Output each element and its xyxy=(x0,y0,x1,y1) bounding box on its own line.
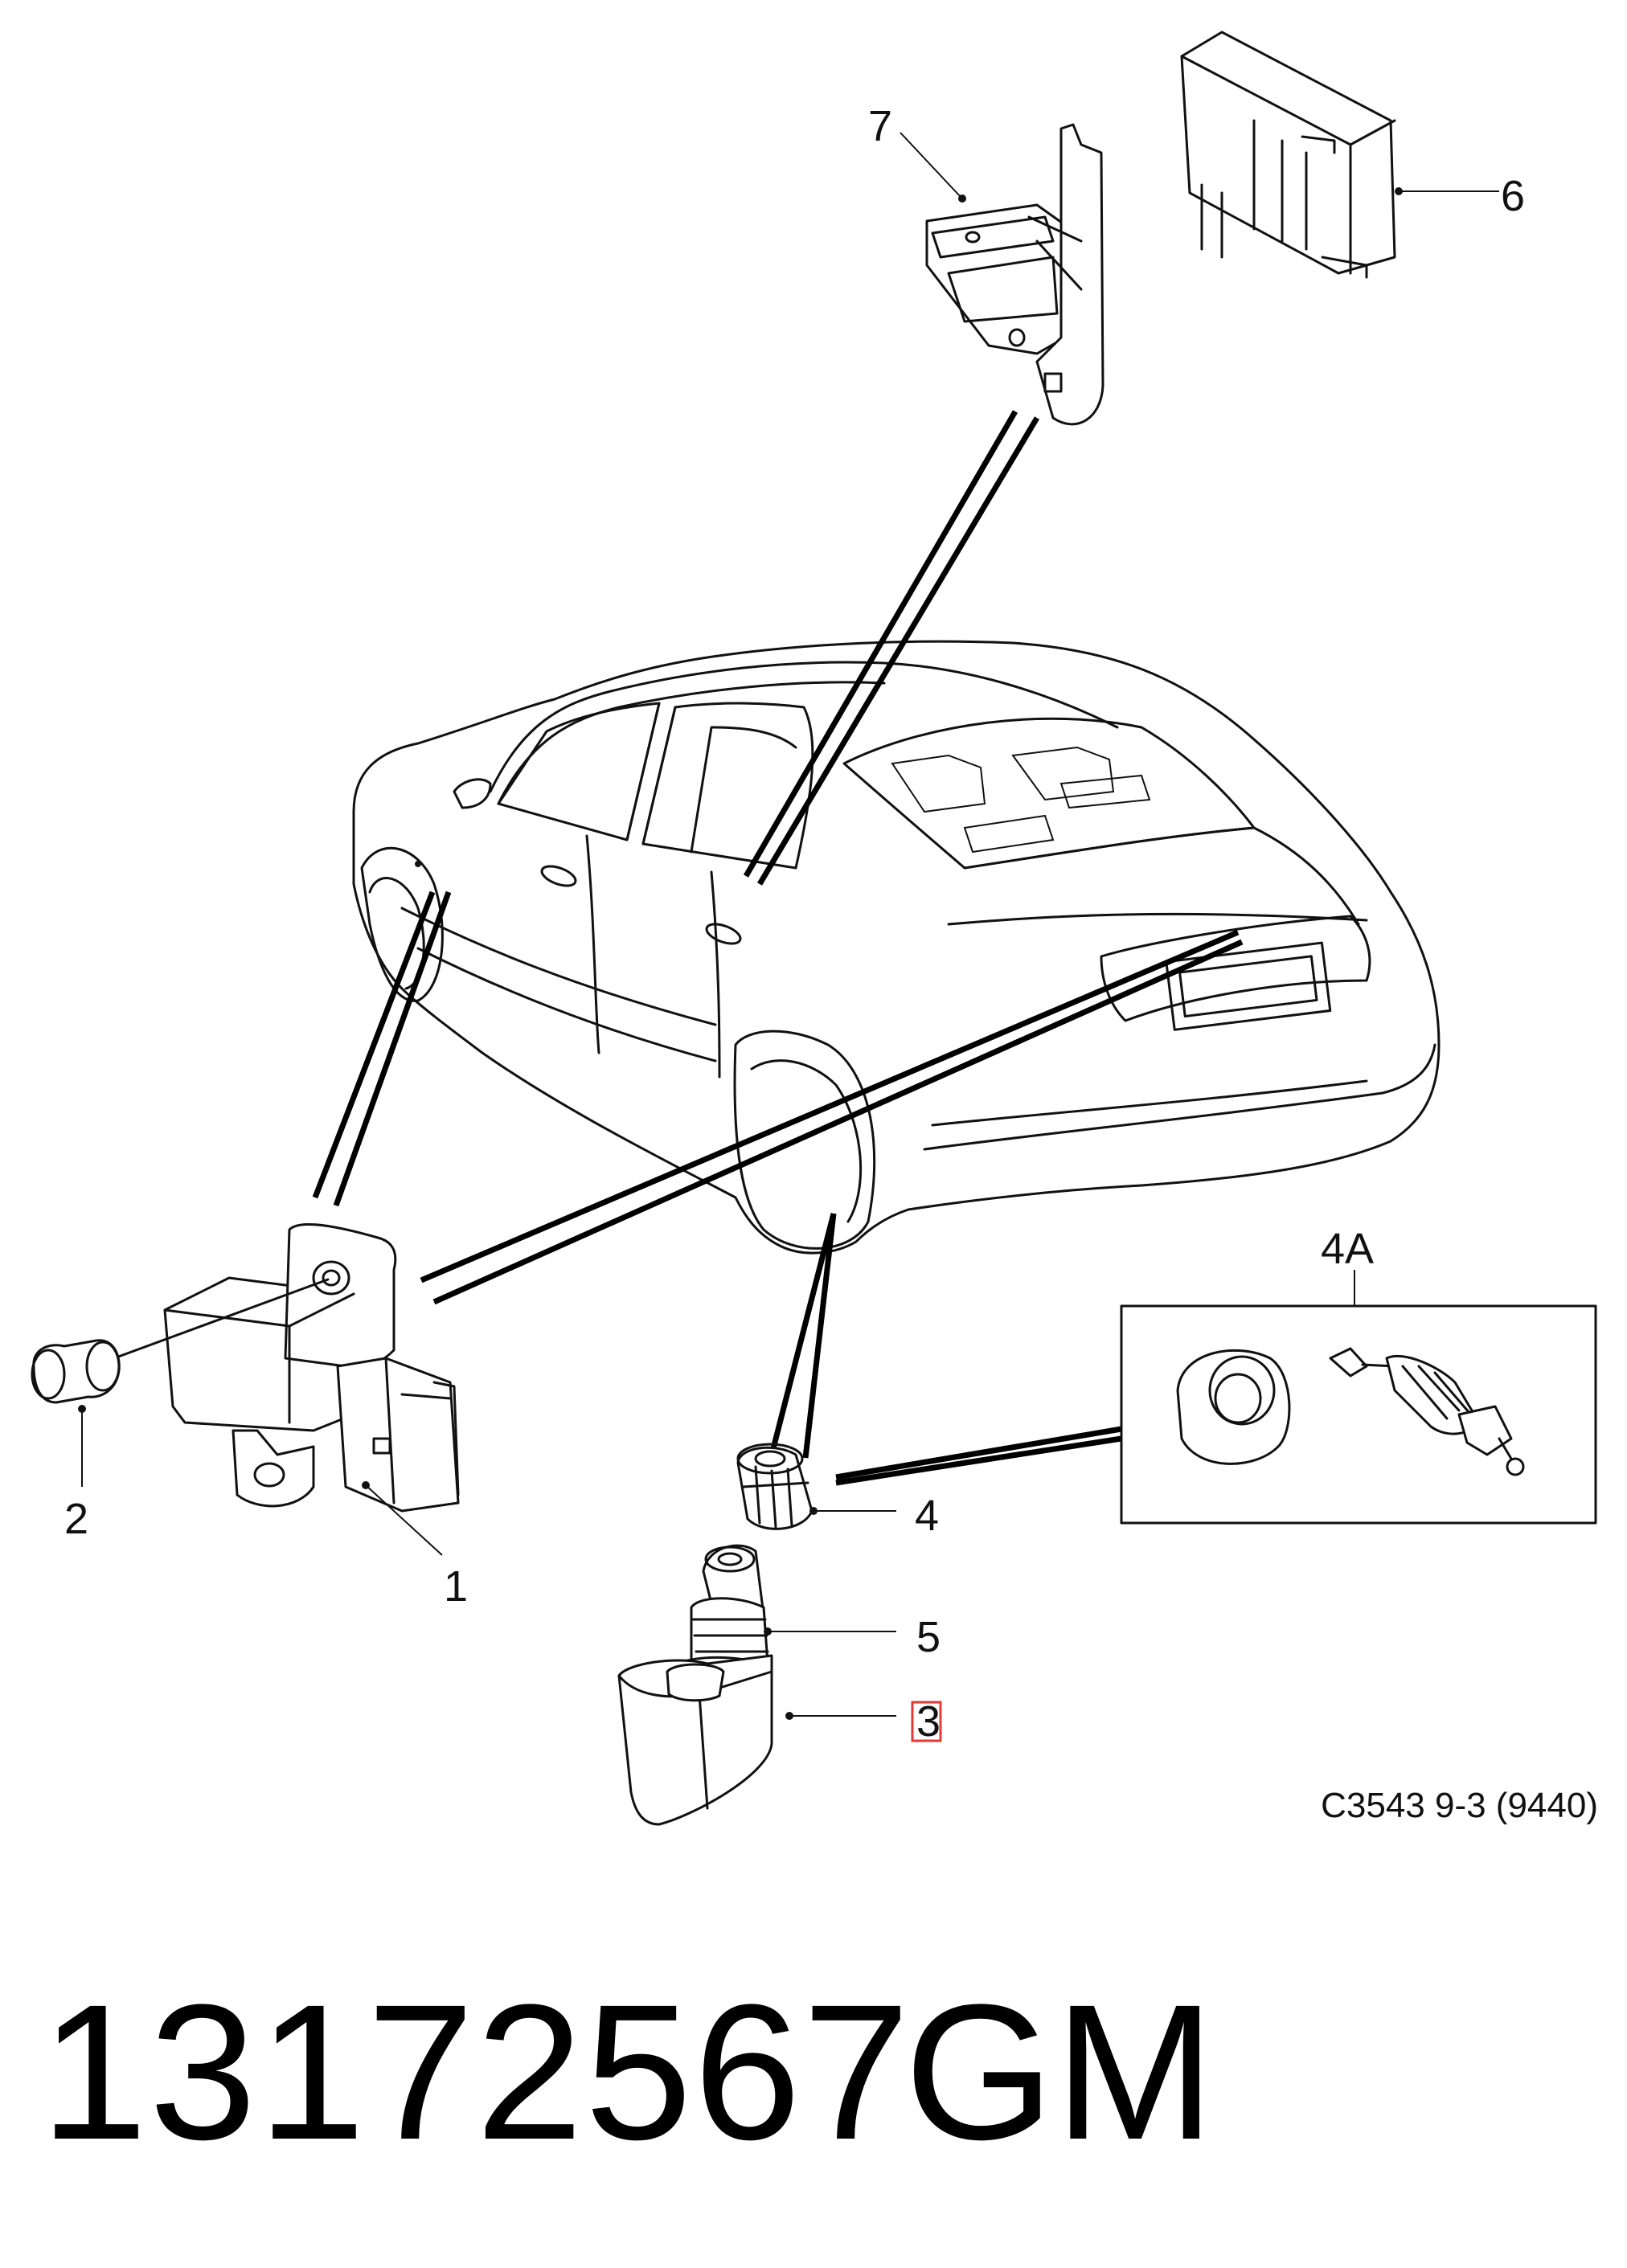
leader-lines xyxy=(312,410,1244,1486)
callout-labels: 7 6 4A 2 1 4 5 3 xyxy=(64,102,1525,1746)
part-6-module xyxy=(1180,31,1499,279)
part-number: 13172567 xyxy=(40,1964,912,2180)
callout-4: 4 xyxy=(915,1492,939,1540)
diagram-code: C3543 9-3 (9440) xyxy=(1321,1786,1598,1825)
callout-2: 2 xyxy=(64,1495,88,1543)
part-4-valve-cap xyxy=(736,1443,896,1530)
detail-4a-box xyxy=(1120,1270,1597,1525)
callout-5: 5 xyxy=(916,1613,941,1661)
callout-3: 3 xyxy=(916,1697,941,1746)
callout-6: 6 xyxy=(1501,172,1525,220)
callout-1: 1 xyxy=(444,1562,468,1611)
part-7-bracket xyxy=(900,123,1104,426)
car-illustration xyxy=(352,640,1441,1255)
callout-3-highlight-box xyxy=(911,1701,942,1742)
manufacturer-label: GM xyxy=(904,1964,1215,2180)
part-2-screw xyxy=(31,1339,121,1487)
part-3-tire-pressure-sensor xyxy=(617,1654,896,1826)
part-1-control-module xyxy=(113,1223,460,1556)
callout-4a: 4A xyxy=(1321,1225,1374,1273)
callout-7: 7 xyxy=(868,102,892,150)
